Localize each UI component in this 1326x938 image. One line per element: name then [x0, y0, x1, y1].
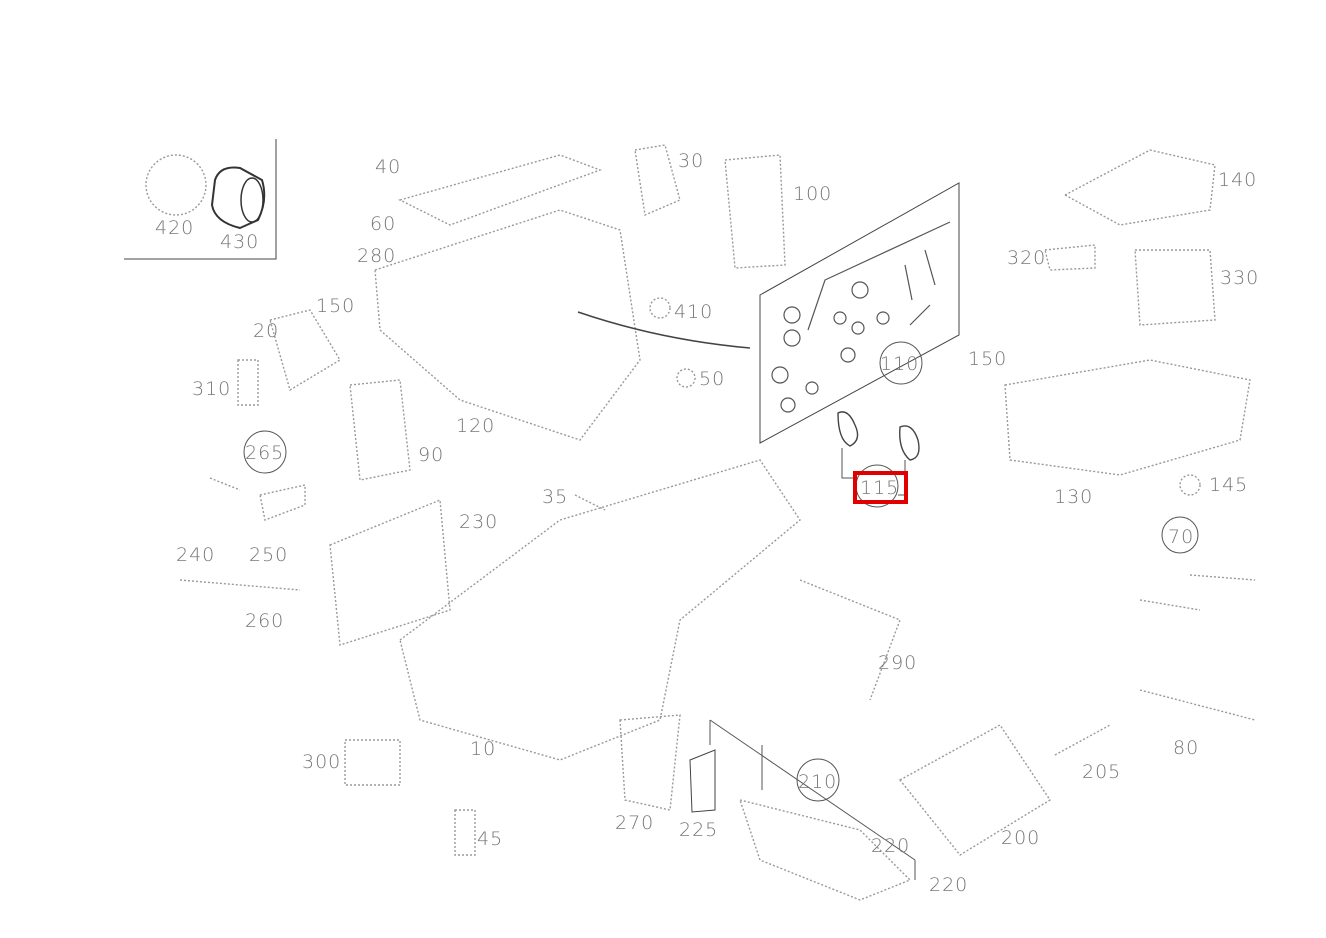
label-330[interactable]: 330 — [1220, 267, 1259, 289]
part-140-shape — [1063, 149, 1216, 226]
part-230-shape — [329, 498, 451, 646]
part-320-shape — [1044, 244, 1096, 271]
label-150-right[interactable]: 150 — [968, 348, 1007, 370]
label-225[interactable]: 225 — [679, 819, 718, 841]
label-290[interactable]: 290 — [878, 652, 917, 674]
label-100[interactable]: 100 — [793, 183, 832, 205]
label-430: 430 — [220, 231, 259, 253]
label-90[interactable]: 90 — [418, 444, 444, 466]
part-130-shape — [1004, 359, 1251, 476]
part-10-shape — [399, 459, 801, 761]
part-40-shape — [398, 154, 603, 226]
label-115[interactable]: 115 — [860, 477, 899, 499]
part-300-shape — [344, 739, 401, 786]
label-310[interactable]: 310 — [192, 378, 231, 400]
part-310-shape — [237, 359, 259, 406]
callout-70-circle — [1161, 516, 1199, 554]
part-240-260-shapes — [179, 579, 301, 591]
label-240[interactable]: 240 — [176, 544, 215, 566]
kit-110-panel — [759, 182, 960, 444]
label-30[interactable]: 30 — [678, 150, 704, 172]
label-410[interactable]: 410 — [674, 301, 713, 323]
part-80-shape — [1139, 574, 1256, 721]
part-30-shape — [634, 144, 681, 216]
label-230[interactable]: 230 — [459, 511, 498, 533]
label-60[interactable]: 60 — [370, 213, 396, 235]
inset-frame — [124, 139, 277, 260]
part-330-shape — [1134, 249, 1216, 326]
label-80[interactable]: 80 — [1173, 737, 1199, 759]
part-50-shape — [676, 368, 696, 388]
part-420-shape — [145, 154, 207, 216]
label-250[interactable]: 250 — [249, 544, 288, 566]
label-110[interactable]: 110 — [880, 353, 919, 375]
label-205[interactable]: 205 — [1082, 761, 1121, 783]
callout-265-circle — [243, 430, 287, 474]
part-45-shape — [454, 809, 476, 856]
part-410-shape — [649, 297, 671, 319]
part-205-shape — [1054, 724, 1111, 756]
label-220-lower[interactable]: 220 — [929, 874, 968, 896]
part-225-shape — [689, 749, 716, 813]
label-200[interactable]: 200 — [1001, 827, 1040, 849]
callout-210-circle — [796, 758, 840, 802]
label-120[interactable]: 120 — [456, 415, 495, 437]
callout-110-circle — [879, 341, 923, 385]
part-20-shape — [269, 309, 341, 392]
label-150[interactable]: 150 — [316, 295, 355, 317]
label-300[interactable]: 300 — [302, 751, 341, 773]
label-10[interactable]: 10 — [470, 738, 496, 760]
highlight-box-115 — [853, 471, 908, 504]
part-90-shape — [349, 379, 411, 481]
part-115-shapes — [837, 411, 920, 461]
part-430-shape — [210, 166, 266, 230]
label-20[interactable]: 20 — [253, 320, 279, 342]
label-130[interactable]: 130 — [1054, 486, 1093, 508]
label-260[interactable]: 260 — [245, 610, 284, 632]
label-50[interactable]: 50 — [699, 368, 725, 390]
part-270-shape — [619, 714, 681, 811]
part-35-shape — [574, 494, 606, 511]
part-220-shape — [738, 799, 912, 901]
callout-210-leaders — [709, 719, 916, 880]
arrow-to-assembly — [577, 311, 751, 349]
label-270[interactable]: 270 — [615, 812, 654, 834]
part-100-shape — [724, 154, 786, 269]
label-320[interactable]: 320 — [1007, 247, 1046, 269]
part-145-shape — [1179, 474, 1201, 496]
label-280[interactable]: 280 — [357, 245, 396, 267]
label-220-upper[interactable]: 220 — [871, 835, 910, 857]
label-35[interactable]: 35 — [542, 486, 568, 508]
label-70[interactable]: 70 — [1168, 526, 1194, 548]
kit-110-parts — [771, 221, 951, 413]
label-420: 420 — [155, 217, 194, 239]
label-40[interactable]: 40 — [375, 156, 401, 178]
label-265[interactable]: 265 — [245, 442, 284, 464]
label-145[interactable]: 145 — [1209, 474, 1248, 496]
part-290-shape — [799, 579, 901, 701]
part-200-shape — [898, 724, 1051, 856]
part-265-shapes — [209, 477, 306, 521]
label-210[interactable]: 210 — [798, 771, 837, 793]
label-140[interactable]: 140 — [1218, 169, 1257, 191]
label-45[interactable]: 45 — [477, 828, 503, 850]
part-120-shape — [374, 209, 641, 441]
